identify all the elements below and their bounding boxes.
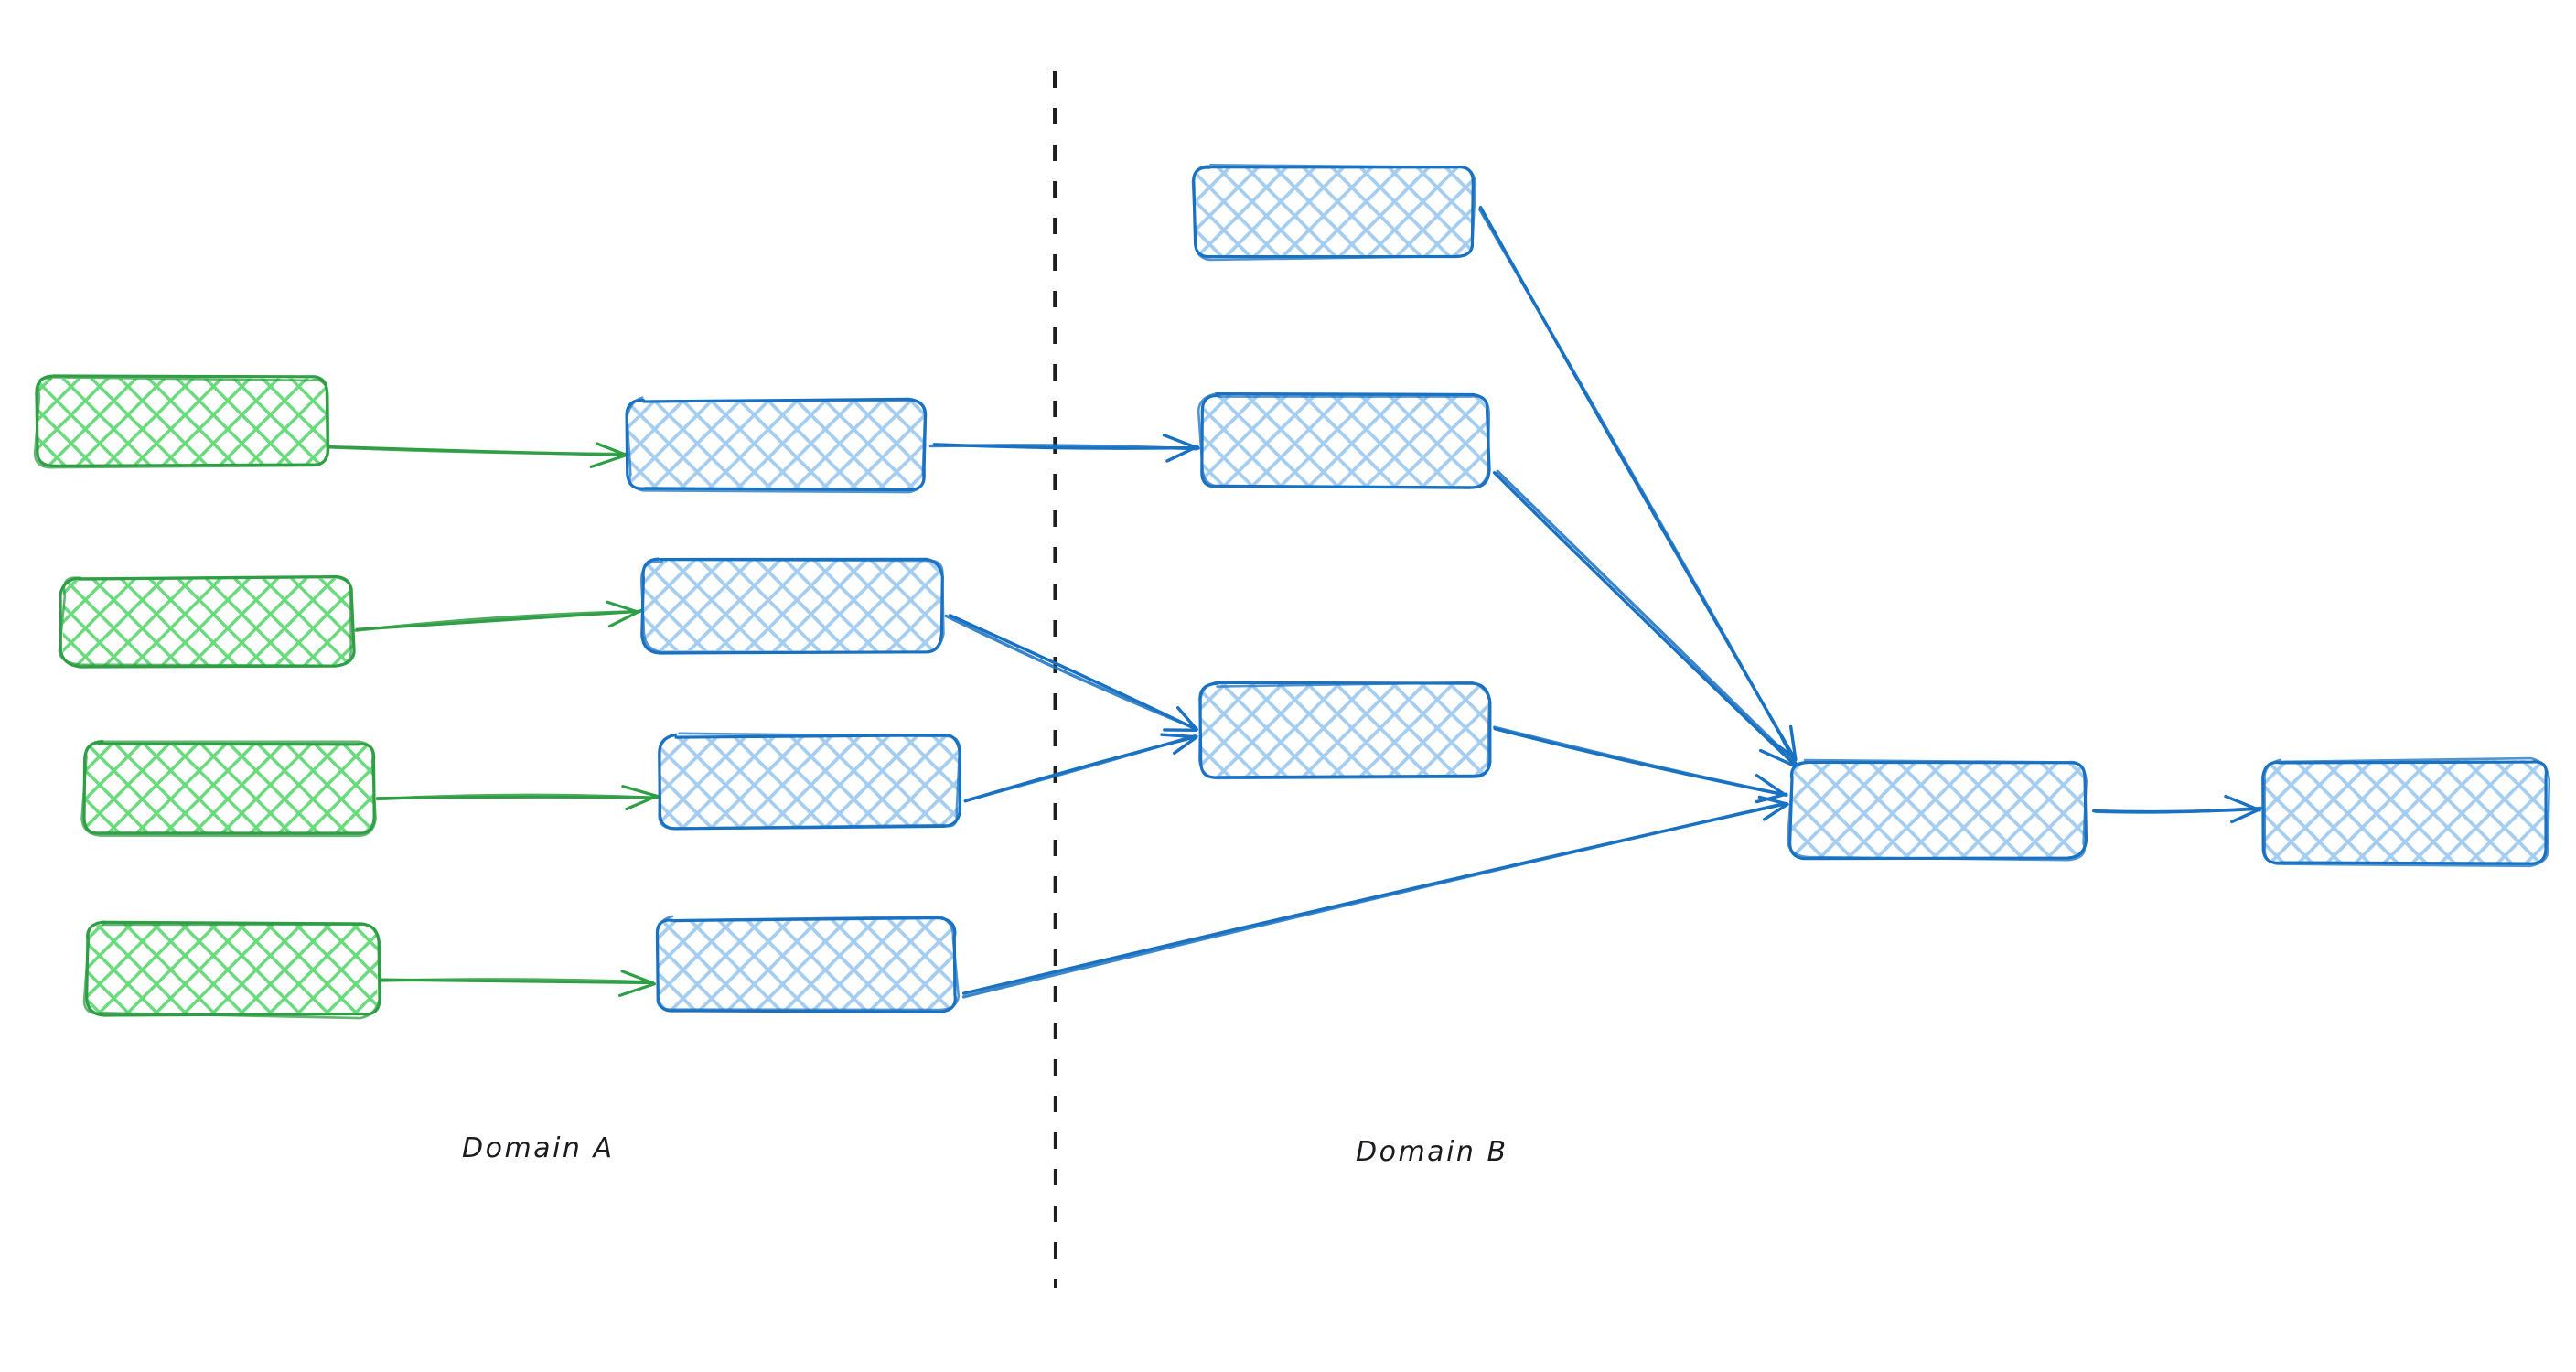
edge-a-src-2-to-a-mid-2 <box>354 600 643 632</box>
node-a-src-2[interactable] <box>58 574 356 669</box>
node-a-src-1[interactable] <box>33 374 330 469</box>
node-a-mid-2[interactable] <box>639 557 945 655</box>
domain-divider <box>1053 70 1057 1289</box>
domain-divider-layer <box>1053 70 1057 1289</box>
node-a-mid-3[interactable] <box>658 732 962 831</box>
edge-a-src-4-to-a-mid-4 <box>378 970 656 997</box>
edge-a-mid-3-to-b-top-3 <box>963 733 1198 803</box>
domain-b-label: Domain B <box>1356 1136 1508 1168</box>
edge-a-src-1-to-a-mid-1 <box>326 442 628 468</box>
node-a-src-3[interactable] <box>80 740 377 838</box>
edge-a-mid-1-to-b-top-2 <box>928 434 1200 463</box>
edges-layer <box>326 205 2263 999</box>
node-b-top-3[interactable] <box>1197 681 1492 780</box>
node-b-top-2[interactable] <box>1197 391 1491 489</box>
node-a-mid-4[interactable] <box>655 915 961 1013</box>
node-b-merge[interactable] <box>1786 758 2088 862</box>
edge-a-src-3-to-a-mid-3 <box>375 785 660 811</box>
edge-b-merge-to-b-output <box>2092 794 2263 824</box>
edge-b-top-2-to-b-merge <box>1492 469 1798 767</box>
domain-a-label: Domain A <box>462 1132 615 1164</box>
node-b-output[interactable] <box>2261 756 2551 868</box>
edge-b-top-3-to-b-merge <box>1492 725 1788 804</box>
node-b-top-1[interactable] <box>1191 163 1477 262</box>
nodes-layer <box>33 163 2551 1020</box>
node-a-mid-1[interactable] <box>625 396 928 494</box>
edge-b-top-1-to-b-merge <box>1478 205 1798 762</box>
node-a-src-4[interactable] <box>82 920 381 1020</box>
edge-a-mid-2-to-b-top-3 <box>944 614 1198 733</box>
edge-a-mid-4-to-b-merge <box>961 795 1789 999</box>
